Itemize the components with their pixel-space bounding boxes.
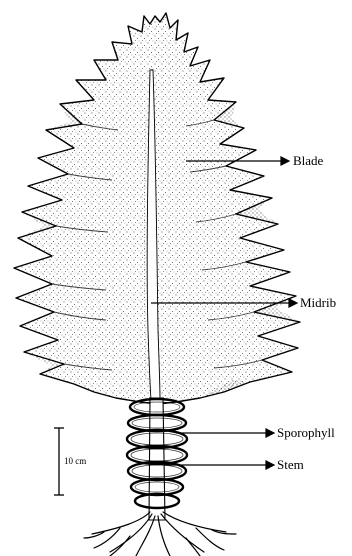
stem-label: Stem [277, 458, 304, 471]
sporophyll-label: Sporophyll [277, 426, 335, 439]
scale-bar [54, 428, 64, 495]
sporophyll-pointer [176, 429, 274, 437]
stem-pointer [164, 461, 274, 469]
blade-label: Blade [293, 154, 323, 167]
scale-bar-label: 10 cm [64, 457, 86, 466]
midrib-label: Midrib [300, 296, 336, 309]
